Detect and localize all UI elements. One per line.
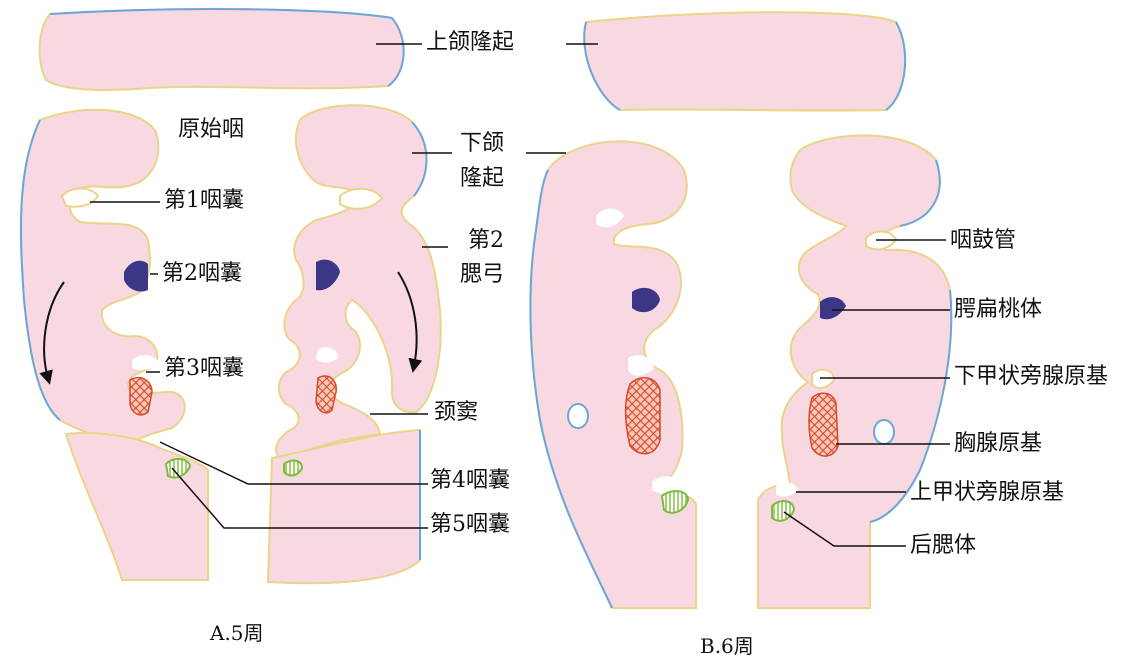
left-arch-column-a [21,110,185,446]
maxillary-prominence-b [584,12,905,110]
label-palatine-tonsil: 腭扁桃体 [954,297,1042,323]
thymus-right-a [316,376,336,413]
label-tympanic-tube: 咽鼓管 [950,228,1016,254]
label-superior-parathyroid: 上甲状旁腺原基 [910,480,1064,506]
cervical-vesicle-left [568,404,588,428]
label-maxillary-prominence: 上颌隆起 [426,30,514,56]
label-primitive-pharynx: 原始咽 [178,117,244,143]
caption-panel-b: B.6周 [700,633,754,659]
label-pouch5: 第5咽囊 [430,512,510,538]
thymus-left-a [130,378,152,415]
label-mandibular-line2: 隆起 [460,166,504,192]
label-pouch2: 第2咽囊 [162,261,242,287]
label-ultimobranchial-body: 后腮体 [910,533,976,559]
right-base-a [268,430,420,583]
maxillary-prominence-a [40,9,404,90]
label-mandibular-line1: 下颌 [460,131,504,157]
label-cervical-sinus: 颈窦 [434,400,478,426]
parathyroid-right-a [284,461,302,476]
pouch1-left-opening [62,189,98,207]
label-pouch3: 第3咽囊 [164,356,244,382]
label-thymus-primordium: 胸腺原基 [954,431,1042,457]
thymus-left-b [626,378,661,454]
caption-panel-a: A.5周 [210,620,264,646]
panel-a [21,9,441,583]
label-arch2-line2: 腮弓 [460,262,504,288]
thymus-right-b [809,393,838,456]
label-arch2-line1: 第2 [468,228,504,254]
cervical-vesicle-right [874,420,894,444]
right-arch-column-a [276,105,441,462]
label-inferior-parathyroid: 下甲状旁腺原基 [954,364,1108,390]
label-pouch4: 第4咽囊 [430,468,510,494]
label-pouch1: 第1咽囊 [164,188,244,214]
